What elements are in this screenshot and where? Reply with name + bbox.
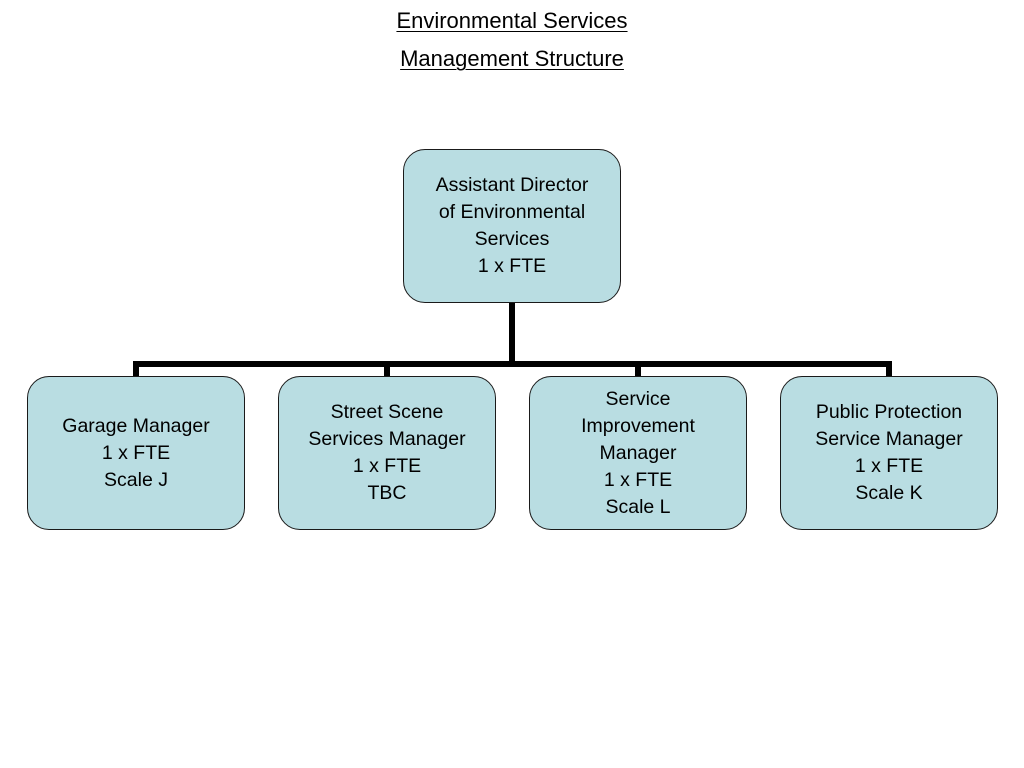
chart-title: Environmental Services xyxy=(396,8,628,33)
node-text-line: Services xyxy=(474,228,550,250)
node-text-line: Public Protection xyxy=(815,401,963,423)
node-text-line: of Environmental xyxy=(438,201,586,223)
node-text-line: Service xyxy=(605,387,671,410)
node-text-line: Improvement xyxy=(581,414,695,437)
node-text-line: 1 x FTE xyxy=(477,255,547,277)
node-assistant-director: Assistant Director of Environmental Serv… xyxy=(403,149,621,303)
node-text-line: TBC xyxy=(367,482,407,504)
node-text-line: Scale J xyxy=(104,468,168,491)
node-text-line: 1 x FTE xyxy=(603,468,673,491)
node-text-line: Manager xyxy=(599,441,677,464)
node-text-line: Scale K xyxy=(855,482,923,504)
node-street-scene-manager: Street Scene Services Manager 1 x FTE TB… xyxy=(278,376,496,530)
node-text-line: Assistant Director xyxy=(435,174,589,196)
node-text-line: Services Manager xyxy=(308,428,466,450)
node-garage-manager: Garage Manager 1 x FTE Scale J xyxy=(27,376,245,530)
node-text-line: 1 x FTE xyxy=(352,455,422,477)
node-text-line: Street Scene xyxy=(330,401,444,423)
node-text-line: Service Manager xyxy=(815,428,963,450)
node-text-line: 1 x FTE xyxy=(854,455,924,477)
node-service-improvement-manager: Service Improvement Manager 1 x FTE Scal… xyxy=(529,376,747,530)
node-text-line: Garage Manager xyxy=(62,414,210,437)
node-text-line: Scale L xyxy=(605,495,671,518)
node-text-line: 1 x FTE xyxy=(101,441,171,464)
node-public-protection-manager: Public Protection Service Manager 1 x FT… xyxy=(780,376,998,530)
chart-subtitle: Management Structure xyxy=(400,46,624,71)
